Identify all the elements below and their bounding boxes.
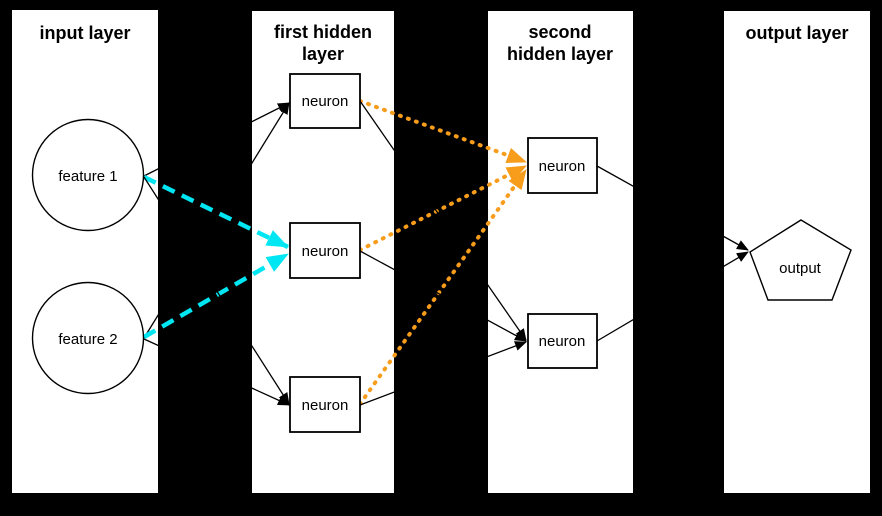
title-output-layer: output layer <box>745 23 848 43</box>
edge-feature2-to-hidden1-bottom <box>143 338 290 406</box>
node-hidden2-top <box>527 137 598 194</box>
node-label-hidden1-top: neuron <box>302 93 349 110</box>
node-label-feature2: feature 2 <box>58 331 117 348</box>
node-label-hidden1-bottom: neuron <box>302 397 349 414</box>
node-hidden1-bottom <box>289 376 361 433</box>
title-second-hidden-line1: second <box>528 22 591 42</box>
edge-hidden1-middle-to-hidden2-bottom <box>359 250 527 342</box>
node-hidden2-bottom <box>527 313 598 369</box>
title-second-hidden-line2: hidden layer <box>507 44 613 64</box>
title-first-hidden-line1: first hidden <box>274 22 372 42</box>
title-first-hidden-line2: layer <box>302 44 344 64</box>
node-label-hidden1-middle: neuron <box>302 243 349 260</box>
edge-feature1-to-hidden1-bottom <box>143 176 290 405</box>
node-label-hidden2-top: neuron <box>539 158 586 175</box>
edge-hidden1-top-to-hidden2-bottom <box>359 100 527 341</box>
edge-feature1-to-hidden1-top <box>143 102 290 177</box>
title-input-layer: input layer <box>39 23 130 43</box>
panel-input-layer <box>12 10 158 493</box>
node-label-output: output <box>779 260 822 277</box>
edge-hidden1-middle-to-hidden2-top <box>358 164 528 252</box>
node-label-hidden2-bottom: neuron <box>539 333 586 350</box>
edge-hidden2-top-to-output <box>596 165 749 251</box>
edge-hidden1-bottom-to-hidden2-top <box>358 168 528 406</box>
node-hidden1-top <box>289 73 361 129</box>
edge-hidden1-bottom-to-hidden2-bottom <box>359 341 527 406</box>
edge-feature2-to-hidden1-middle <box>142 252 290 339</box>
edge-feature1-to-hidden1-middle <box>143 174 289 250</box>
node-label-feature1: feature 1 <box>58 168 117 185</box>
edge-feature2-to-hidden1-top <box>143 102 290 339</box>
edge-hidden2-bottom-to-output <box>596 251 749 342</box>
node-output <box>749 219 852 301</box>
panel-second-hidden-layer <box>488 11 633 493</box>
node-hidden1-middle <box>289 222 361 279</box>
edge-hidden1-top-to-hidden2-top <box>358 99 528 164</box>
node-feature1 <box>31 118 145 232</box>
node-feature2 <box>31 281 145 395</box>
